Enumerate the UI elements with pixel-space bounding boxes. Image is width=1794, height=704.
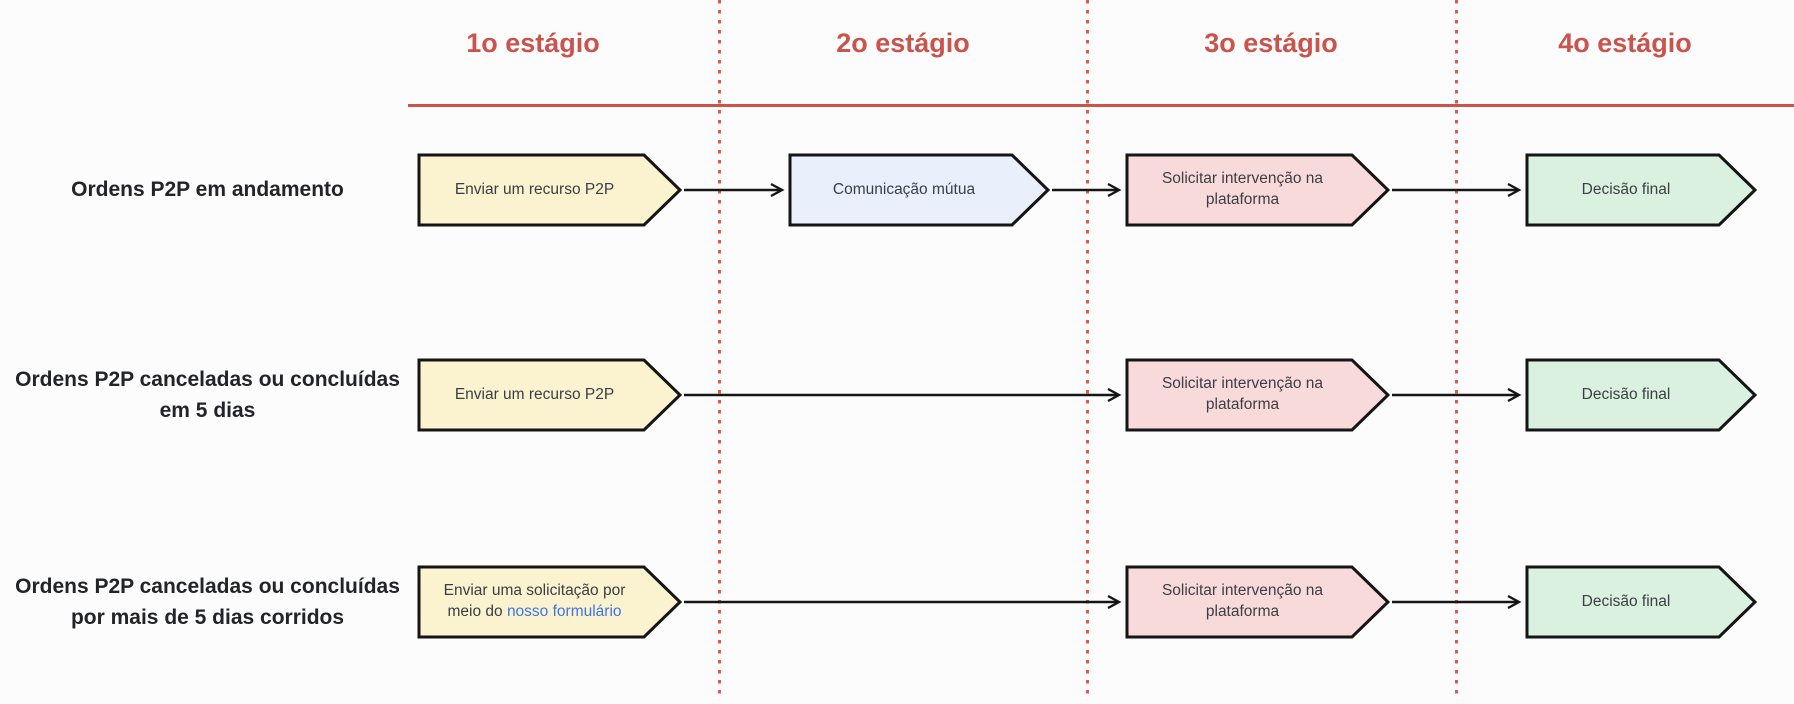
stage-header-3: 3o estágio — [1204, 28, 1338, 58]
chevron-shape — [1525, 153, 1757, 227]
chevron-shape — [1125, 153, 1390, 227]
step-label: Enviar um recurso P2P — [454, 385, 615, 403]
arrow-row1-1 — [684, 182, 785, 198]
box-row2-enviar-recurso: Enviar um recurso P2P — [417, 358, 682, 432]
step-label: Solicitar intervenção na plataforma — [1161, 375, 1324, 413]
box-row2-decisao-final: Decisão final — [1525, 358, 1757, 432]
step-label: Decisão final — [1581, 592, 1671, 610]
stage-divider-2 — [1086, 0, 1089, 698]
step-label: Enviar uma solicitação por meio do nosso … — [421, 565, 648, 639]
stage-divider-1 — [718, 0, 721, 698]
box-row1-solicitar-intervencao: Solicitar intervenção na plataforma — [1125, 153, 1390, 227]
arrow-row2-1 — [684, 387, 1122, 403]
box-row1-enviar-recurso: Enviar um recurso P2P — [417, 153, 682, 227]
box-row3-decisao-final: Decisão final — [1525, 565, 1757, 639]
chevron-shape — [417, 358, 682, 432]
stage-divider-3 — [1455, 0, 1458, 698]
stage-header-2: 2o estágio — [836, 28, 970, 58]
row-label-em-andamento: Ordens P2P em andamento — [71, 178, 344, 202]
stage-header-1: 1o estágio — [466, 28, 600, 58]
chevron-shape — [1525, 358, 1757, 432]
chevron-shape — [417, 153, 682, 227]
step-label-line2: meio do nosso formulário — [447, 602, 621, 623]
row-label-canceladas-mais-5-dias: Ordens P2P canceladas ou concluídas por … — [15, 574, 400, 630]
step-label: Solicitar intervenção na plataforma — [1161, 170, 1324, 208]
chevron-shape — [1525, 565, 1757, 639]
chevron-shape — [1125, 358, 1390, 432]
arrow-row3-1 — [684, 594, 1122, 610]
arrow-row2-2 — [1392, 387, 1522, 403]
step-label: Decisão final — [1581, 385, 1671, 403]
box-row3-enviar-solicitacao: Enviar uma solicitação por meio do nosso … — [417, 565, 682, 639]
arrow-row3-2 — [1392, 594, 1522, 610]
step-label-line1: Enviar uma solicitação por — [443, 582, 626, 600]
arrow-row1-3 — [1392, 182, 1522, 198]
box-row3-solicitar-intervencao: Solicitar intervenção na plataforma — [1125, 565, 1390, 639]
step-label-line2-prefix: meio do — [447, 603, 507, 620]
header-rule — [408, 104, 1794, 107]
step-label: Comunicação mútua — [832, 180, 976, 198]
box-row1-decisao-final: Decisão final — [1525, 153, 1757, 227]
box-row2-solicitar-intervencao: Solicitar intervenção na plataforma — [1125, 358, 1390, 432]
nosso-formulario-link[interactable]: nosso formulário — [506, 603, 622, 620]
chevron-shape — [1125, 565, 1390, 639]
arrow-row1-2 — [1052, 182, 1122, 198]
box-row1-comunicacao-mutua: Comunicação mútua — [788, 153, 1050, 227]
step-label: Solicitar intervenção na plataforma — [1161, 582, 1324, 620]
step-label: Enviar um recurso P2P — [454, 180, 615, 198]
chevron-shape — [417, 565, 682, 639]
stage-header-4: 4o estágio — [1558, 28, 1692, 58]
chevron-shape — [788, 153, 1050, 227]
step-label: Decisão final — [1581, 180, 1671, 198]
row-label-canceladas-5-dias: Ordens P2P canceladas ou concluídas em 5… — [15, 367, 400, 423]
